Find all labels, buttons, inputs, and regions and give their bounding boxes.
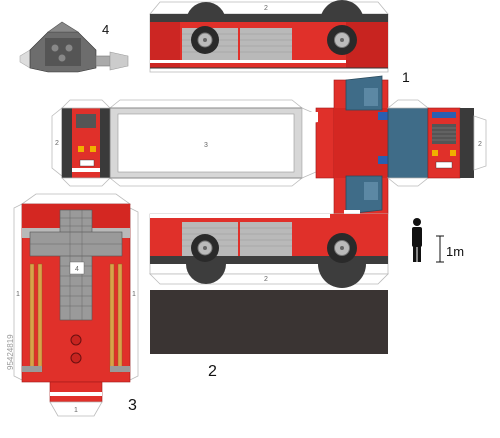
mini-part-number: 4 [102,22,109,37]
chassis-bottom-tab-number: 1 [74,407,78,414]
left-end-small-label: 2 [55,140,59,147]
chassis-part-number: 3 [128,397,137,414]
box-roof-number: 3 [204,142,208,149]
chassis-side-left-number: 1 [16,291,20,298]
top-side-panel-number: 2 [264,5,268,12]
assembly-one-label: 1 [402,69,410,85]
body-net: 2 3 [51,75,487,221]
bottom-side-panel-number: 2 [264,276,268,283]
mini-roof-part: 4 [19,21,129,73]
base-part-number: 2 [208,363,217,380]
top-side-panel: 2 [149,0,389,73]
stock-id: 95424819 [6,334,15,370]
person-icon [413,218,421,226]
bottom-side-panel: 2 [149,213,389,288]
roof-part-number: 4 [75,266,79,273]
chassis-part: 4 1 1 1 3 [13,193,139,417]
chassis-side-right-number: 1 [132,291,136,298]
scale-label: 1m [446,244,464,259]
base-plate: 2 [150,290,388,380]
scale-figure: 1m [412,218,464,263]
right-end-small-label: 2 [478,141,482,148]
